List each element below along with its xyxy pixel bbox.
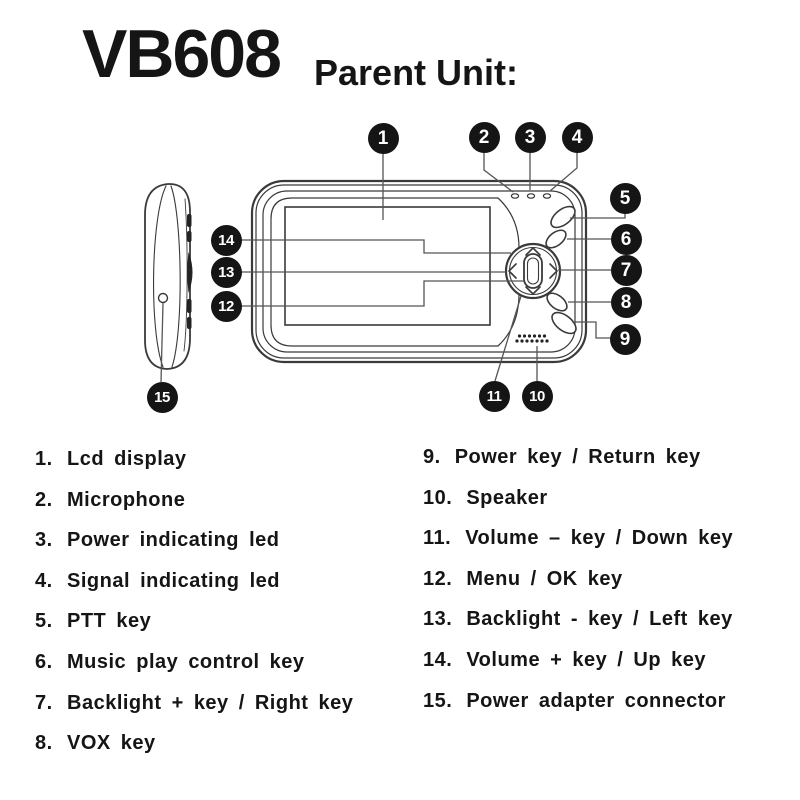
legend-item-number: 14.: [423, 648, 453, 671]
callout-7: 7: [610, 254, 642, 286]
callout-3: 3: [514, 121, 546, 153]
callout-6: 6: [610, 223, 642, 255]
signal-led: [526, 193, 536, 199]
down-arrow-icon: [525, 286, 541, 296]
legend-item-number: 4.: [35, 569, 53, 592]
legend-item-number: 11.: [423, 527, 452, 550]
legend-item-number: 15.: [423, 689, 453, 712]
legend-item-number: 3.: [35, 529, 53, 552]
callout-15: 15: [146, 381, 178, 413]
power-connector: [157, 292, 169, 304]
callout-5: 5: [609, 182, 641, 214]
legend-item: 7. Backlight + key / Right key: [35, 692, 353, 733]
legend-item-label: PTT key: [67, 610, 152, 633]
legend-item-number: 7.: [35, 691, 53, 714]
legend-item: 5. PTT key: [35, 610, 353, 651]
legend-item-number: 5.: [35, 610, 53, 633]
legend-item-label: Power key / Return key: [454, 446, 701, 468]
side-keys: [545, 205, 577, 335]
legend-item: 12. Menu / OK key: [423, 568, 733, 609]
legend-item-number: 9.: [423, 446, 441, 468]
vox-key: [546, 292, 568, 312]
legend-item-number: 2.: [35, 488, 53, 511]
up-arrow-icon: [525, 246, 541, 256]
legend-item: 3. Power indicating led: [35, 529, 353, 570]
legend-item-number: 8.: [35, 732, 53, 755]
legend-item-number: 10.: [423, 486, 453, 509]
charge-led: [542, 193, 552, 199]
power-key: [551, 311, 577, 335]
legend-item: 2. Microphone: [35, 489, 353, 530]
legend-item-label: Backlight - key / Left key: [466, 608, 733, 631]
legend-item: 15. Power adapter connector: [423, 690, 733, 731]
legend-item-number: 12.: [423, 567, 453, 590]
legend-item-label: Power adapter connector: [466, 689, 726, 712]
legend-item-label: Volume – key / Down key: [465, 527, 734, 550]
legend-item: 13. Backlight - key / Left key: [423, 608, 733, 649]
legend-item-label: Backlight + key / Right key: [67, 691, 354, 714]
power-led: [510, 193, 520, 199]
legend-item: 8. VOX key: [35, 732, 353, 773]
page-title: VB608: [82, 16, 282, 92]
legend-item: 14. Volume + key / Up key: [423, 649, 733, 690]
legend-item-label: Volume + key / Up key: [466, 648, 706, 671]
right-arrow-icon: [549, 263, 559, 279]
callout-9: 9: [609, 323, 641, 355]
music-key: [545, 229, 567, 249]
dpad: [504, 242, 562, 300]
legend-left-column: 1. Lcd display 2. Microphone 3. Power indic…: [35, 448, 353, 773]
callout-1: 1: [367, 122, 399, 154]
left-arrow-icon: [507, 263, 517, 279]
legend-item-number: 13.: [423, 608, 453, 631]
callout-13: 13: [210, 256, 242, 288]
led-indicators: [510, 193, 552, 199]
legend-item: 11. Volume – key / Down key: [423, 527, 733, 568]
legend-item-label: Menu / OK key: [466, 567, 623, 590]
side-buttons: [187, 214, 193, 329]
legend-item-label: VOX key: [67, 732, 156, 755]
legend-item-label: Microphone: [67, 488, 186, 511]
legend-item-label: Signal indicating led: [67, 569, 280, 592]
legend-item: 6. Music play control key: [35, 651, 353, 692]
legend-item-number: 1.: [35, 448, 53, 470]
device-side-view: [144, 183, 193, 370]
legend-item-label: Power indicating led: [67, 529, 280, 552]
legend-item-label: Lcd display: [67, 448, 187, 470]
legend-item-number: 6.: [35, 650, 53, 673]
callout-11: 11: [478, 380, 510, 412]
callout-4: 4: [561, 121, 593, 153]
menu-ok-key: [523, 253, 543, 289]
callout-8: 8: [610, 286, 642, 318]
speaker-grille: [515, 334, 549, 343]
legend-item: 10. Speaker: [423, 487, 733, 528]
lcd-screen: [284, 206, 491, 326]
callout-10: 10: [521, 380, 553, 412]
legend-item-label: Music play control key: [67, 650, 305, 673]
ptt-key: [550, 205, 576, 229]
legend-right-column: 9. Power key / Return key 10. Speaker 11. V…: [423, 446, 733, 730]
device-front-view: [250, 179, 588, 364]
legend-item: 9. Power key / Return key: [423, 446, 733, 487]
callout-14: 14: [210, 224, 242, 256]
legend-item-label: Speaker: [466, 486, 548, 509]
callout-2: 2: [468, 121, 500, 153]
page-subtitle: Parent Unit:: [314, 52, 519, 93]
legend-item: 1. Lcd display: [35, 448, 353, 489]
callout-12: 12: [210, 290, 242, 322]
legend-item: 4. Signal indicating led: [35, 570, 353, 611]
